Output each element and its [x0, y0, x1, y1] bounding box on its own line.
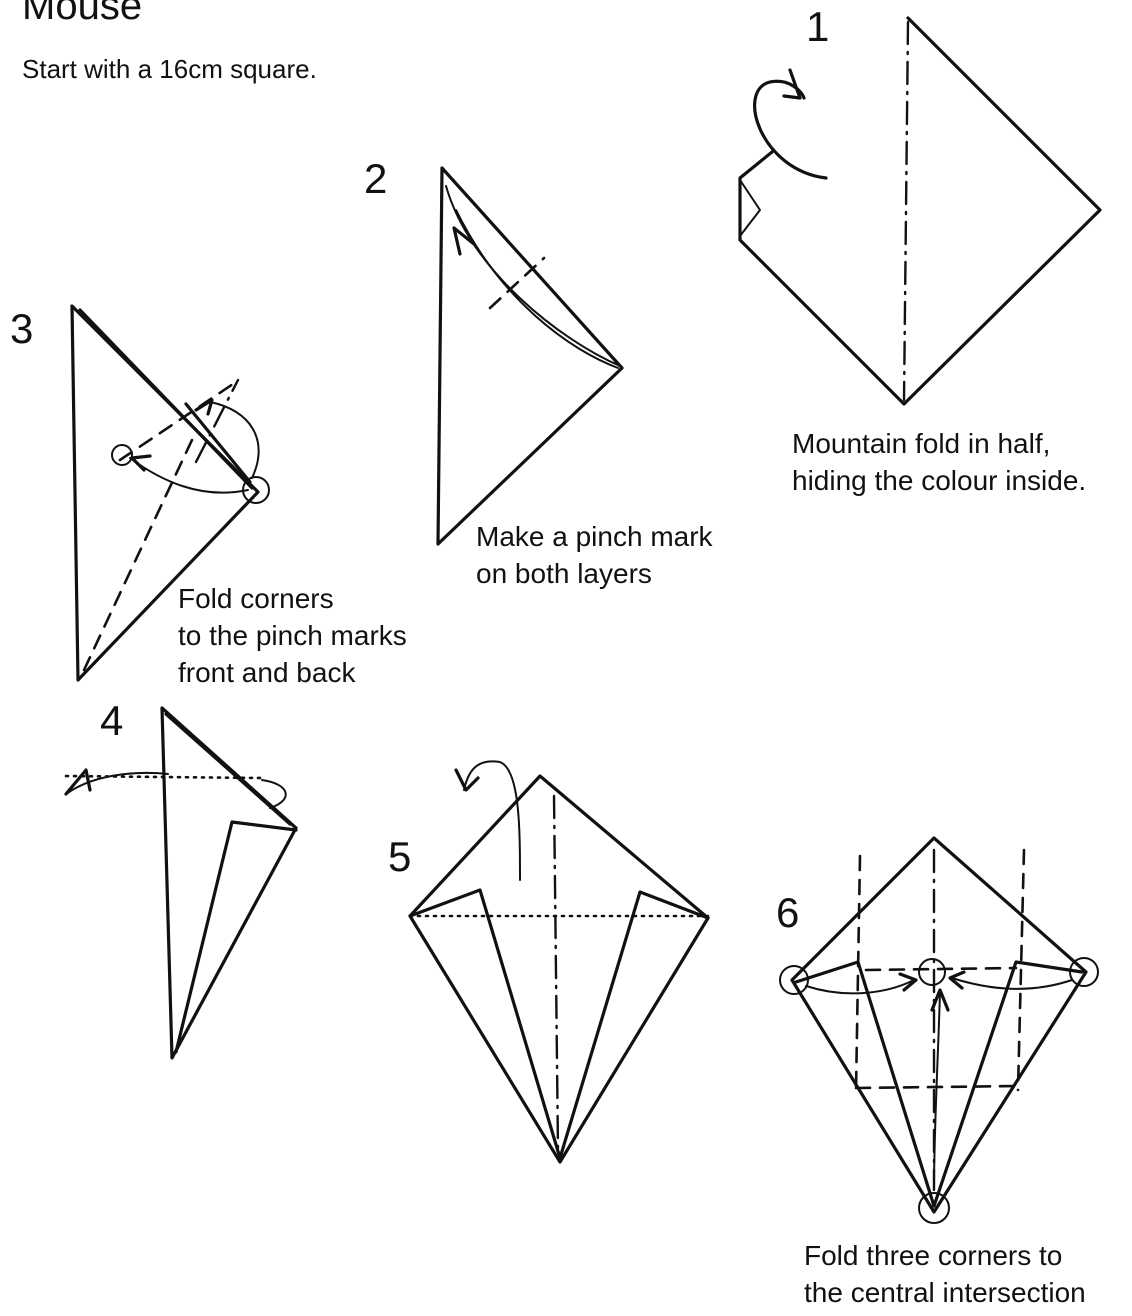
- step-1-drawing: [740, 18, 1100, 404]
- step-2-caption-text: Make a pinch mark on both layers: [476, 521, 713, 589]
- step-6-number: 6: [776, 892, 799, 934]
- step-1-caption: Mountain fold in half, hiding the colour…: [792, 425, 1086, 499]
- step-1-number: 1: [806, 6, 829, 48]
- step-6-caption: Fold three corners to the central inters…: [804, 1237, 1086, 1311]
- step-3-number: 3: [10, 308, 33, 350]
- step-2-caption: Make a pinch mark on both layers: [476, 518, 713, 592]
- step-3-caption: Fold corners to the pinch marks front an…: [178, 580, 407, 691]
- step-3-caption-text: Fold corners to the pinch marks front an…: [178, 583, 407, 688]
- step-4-drawing: [66, 708, 296, 1058]
- step-4-number: 4: [100, 700, 123, 742]
- step-2-number: 2: [364, 158, 387, 200]
- step-5-number: 5: [388, 836, 411, 878]
- step-6-drawing: [780, 838, 1098, 1223]
- step-5-drawing: [410, 761, 708, 1162]
- step-1-caption-text: Mountain fold in half, hiding the colour…: [792, 428, 1086, 496]
- step-6-caption-text: Fold three corners to the central inters…: [804, 1240, 1086, 1308]
- step-2-drawing: [438, 168, 622, 544]
